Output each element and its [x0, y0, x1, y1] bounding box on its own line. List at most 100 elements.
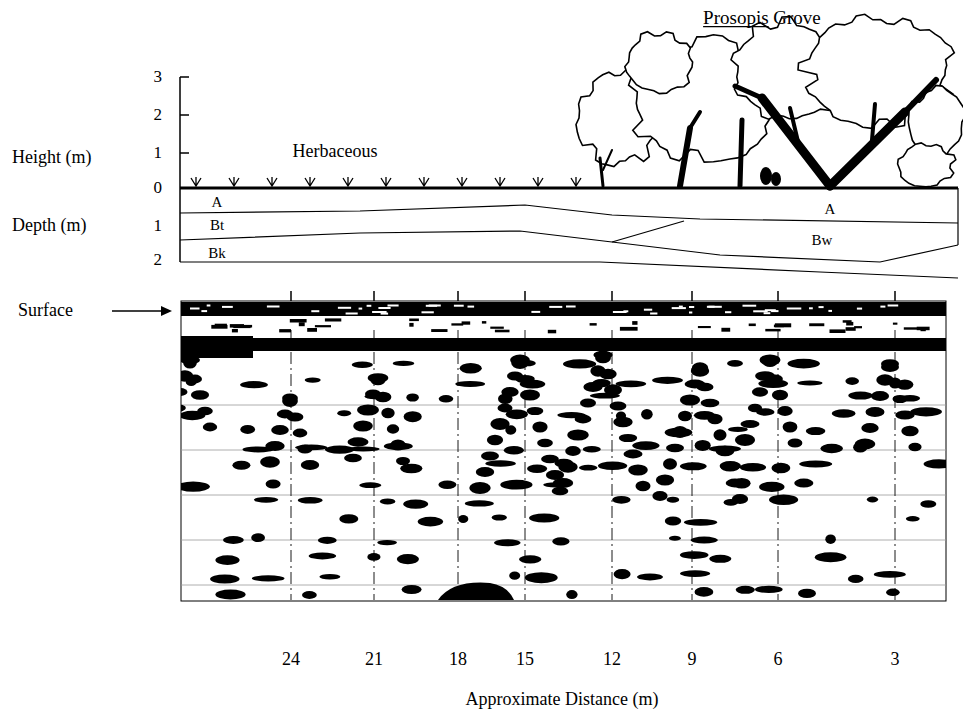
reflection [769, 495, 798, 505]
grass-symbol [457, 177, 467, 186]
reflection [867, 497, 878, 503]
reflection [298, 497, 323, 504]
grass-symbol [267, 177, 277, 186]
surface-speck [721, 328, 730, 332]
reflection [455, 381, 485, 387]
reflection [339, 514, 358, 523]
reflection [616, 380, 647, 387]
reflection [509, 572, 520, 580]
reflection [672, 426, 687, 438]
reflection [271, 425, 289, 435]
reflection [309, 552, 336, 559]
surface-speck [190, 308, 200, 310]
reflection [579, 465, 598, 471]
surface-speck [620, 327, 638, 331]
reflection [565, 446, 581, 456]
reflection [695, 440, 711, 451]
reflection [652, 491, 667, 501]
surface-speck [725, 311, 731, 313]
height-axis [180, 77, 189, 188]
surface-speck [388, 305, 399, 307]
reflection [458, 515, 468, 523]
reflection [735, 434, 755, 446]
reflection [788, 359, 820, 369]
reflection [197, 407, 213, 416]
reflection [794, 479, 813, 488]
grass-symbol [419, 177, 429, 186]
herbaceous-symbols [191, 177, 581, 186]
tree-branch [762, 98, 830, 186]
reflection [832, 409, 856, 417]
reflection [727, 360, 743, 367]
reflection [806, 427, 826, 435]
surface-speck [566, 306, 576, 308]
surface-speck [372, 311, 387, 313]
shrub [760, 167, 772, 185]
axis-tick-label: 0 [154, 179, 163, 198]
reflection [520, 389, 540, 400]
reflection [567, 429, 589, 440]
reflection [772, 463, 791, 473]
surface-speck [232, 329, 238, 332]
surface-speck [548, 330, 556, 334]
reflection [298, 445, 313, 454]
surface-speck [307, 328, 317, 332]
distance-tick [291, 291, 895, 301]
reflection [252, 575, 285, 581]
surface-speck [468, 306, 475, 308]
surface-speck [454, 305, 464, 307]
reflection [695, 587, 714, 597]
reflection [709, 555, 731, 563]
reflection [678, 411, 692, 421]
reflection [387, 424, 399, 433]
distance-marker [458, 330, 459, 600]
reflection [848, 392, 872, 400]
distance-marker [612, 330, 613, 600]
reflection [684, 519, 717, 526]
surface-speck [809, 323, 824, 326]
tree-branch [830, 112, 905, 186]
surface-speck [709, 306, 715, 308]
grass-symbol [533, 177, 543, 186]
reflection [799, 461, 832, 468]
reflection [357, 404, 379, 415]
reflection [669, 536, 681, 541]
reflection [181, 404, 186, 412]
reflection [652, 377, 683, 384]
distance-label: 6 [774, 650, 783, 670]
reflection [490, 418, 509, 430]
reflection [763, 359, 777, 367]
reflection [337, 410, 351, 416]
reflection [181, 481, 210, 491]
reflection [666, 444, 684, 452]
reflection [906, 516, 920, 521]
horizon-boundary [180, 262, 958, 278]
reflection [767, 374, 783, 383]
surface-speck [775, 323, 791, 327]
surface-speck [549, 306, 562, 308]
reflection [720, 461, 741, 471]
surface-speck [632, 321, 637, 325]
reflection [714, 429, 727, 441]
tree-branch [603, 150, 612, 170]
grass-symbol [381, 177, 391, 186]
surface-speck [279, 329, 291, 332]
surface-speck [888, 305, 899, 307]
reflection [595, 353, 611, 364]
reflection [552, 487, 569, 496]
reflection [302, 591, 317, 599]
surface-speck [451, 323, 463, 325]
surface-speck [707, 306, 722, 308]
tree-canopy [625, 32, 693, 94]
surface-speck [315, 325, 331, 327]
reflection [347, 447, 380, 452]
tree-branch [790, 108, 800, 150]
distance-marker [291, 330, 292, 600]
surface-speck [431, 329, 447, 332]
reflection [691, 365, 709, 377]
surface-speck [743, 305, 757, 307]
surface-speck [880, 306, 885, 308]
reflection [752, 387, 768, 396]
reflection [359, 482, 381, 488]
surface-speck [490, 327, 504, 329]
